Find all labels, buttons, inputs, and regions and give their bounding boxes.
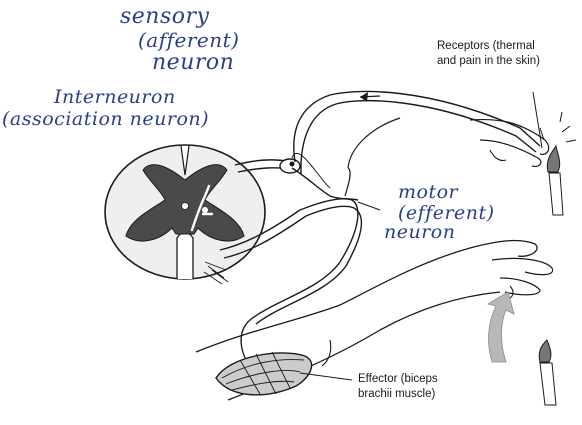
effector-label-line2: brachii muscle): [358, 388, 436, 400]
flame-stimulus-lower: [538, 339, 557, 406]
sensory-label-line3: neuron: [152, 50, 235, 75]
hand-upper: [344, 117, 550, 197]
interneuron-fiber: [190, 184, 214, 232]
sensory-neuron-pathway: [291, 90, 541, 189]
spinal-cord-cross-section: [104, 144, 307, 285]
receptors-leader-line: [532, 91, 543, 149]
receptors-label-line1: Receptors (thermal: [437, 40, 535, 52]
effector-label-line1: Effector (biceps: [358, 373, 438, 385]
motor-label-line1: motor: [398, 181, 459, 203]
motor-label-line2: (efferent): [398, 202, 495, 224]
motor-label-line3: neuron: [384, 221, 456, 243]
receptors-label-line2: and pain in the skin): [437, 55, 540, 67]
flame-stimulus-upper: [539, 111, 577, 216]
interneuron-label-line2: (association neuron): [2, 108, 210, 130]
sensory-label-line2: (afferent): [138, 28, 240, 52]
interneuron-label-line1: Interneuron: [54, 86, 176, 108]
receptors-label: Receptors (thermal and pain in the skin): [437, 39, 540, 69]
motor-neuron-pathway: [240, 198, 381, 369]
effector-leader-line: [299, 372, 353, 381]
movement-arrow: [486, 291, 515, 363]
sensory-label-line1: sensory: [120, 4, 210, 29]
effector-label: Effector (biceps brachii muscle): [358, 372, 438, 402]
biceps-muscle: [215, 351, 313, 396]
